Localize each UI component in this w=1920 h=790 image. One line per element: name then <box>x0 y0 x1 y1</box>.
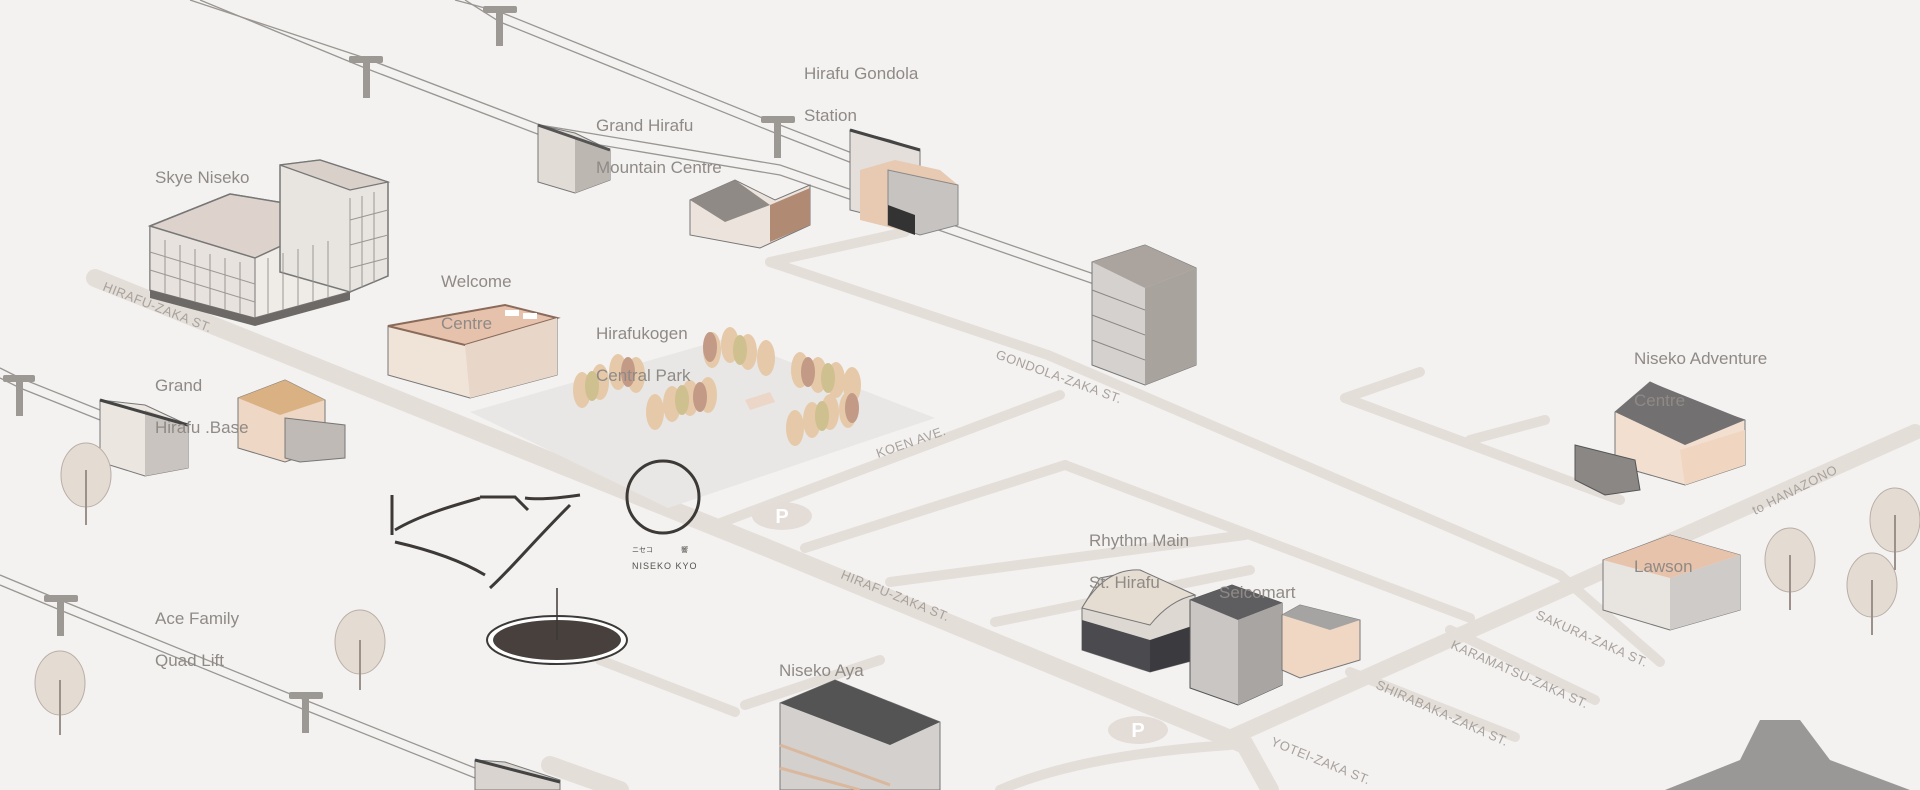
label-line: Quad Lift <box>155 651 224 670</box>
label-line: Grand Hirafu <box>596 116 694 135</box>
label-line: Central Park <box>596 366 691 385</box>
parking-label: P <box>775 506 788 528</box>
building-gondola-station <box>849 128 959 236</box>
road-bottom-left <box>541 756 629 790</box>
road-gondola-zaka <box>765 257 1565 580</box>
label-line: Grand <box>155 376 203 395</box>
label-welcome-centre[interactable]: Welcome Centre <box>441 250 512 355</box>
building-central-tower <box>1091 244 1197 386</box>
label-rhythm-main[interactable]: Rhythm Main St. Hirafu <box>1089 509 1189 614</box>
label-line: Skye Niseko <box>155 168 250 187</box>
road-adventure-stub2 <box>1465 415 1550 445</box>
road-hanazono <box>1217 424 1920 748</box>
road-adventure-centre <box>1340 393 1625 505</box>
label-line: Rhythm Main <box>1089 531 1190 550</box>
label-niseko-adventure-centre[interactable]: Niseko Adventure Centre <box>1634 327 1767 432</box>
label-line: Ace Family <box>155 609 240 628</box>
label-line: Niseko Aya <box>779 661 864 680</box>
building-gondola-station-small <box>689 179 811 249</box>
road-bottom-curve <box>995 740 1235 790</box>
label-line: St. Hirafu <box>1089 573 1160 592</box>
label-niseko-aya[interactable]: Niseko Aya <box>779 639 864 702</box>
street-label-karamatsu-zaka: KARAMATSU-ZAKA ST. <box>1449 637 1591 711</box>
label-seicomart[interactable]: Seicomart <box>1219 561 1296 624</box>
building-skye-niseko <box>147 159 391 326</box>
label-line: Mountain Centre <box>596 158 722 177</box>
building-rhythm-main <box>1081 569 1197 673</box>
street-label-shirabaka-zaka: SHIRABAKA-ZAKA ST. <box>1374 677 1511 749</box>
building-ace-family-base <box>474 758 561 790</box>
building-grand-hirafu-base <box>99 379 346 477</box>
niseko-kyo-logo-mark <box>390 459 701 590</box>
label-line: Centre <box>1634 391 1686 410</box>
logo-jp-text: ニセコ 響 <box>632 547 688 554</box>
building-seicomart <box>1189 584 1361 706</box>
road-hirafu-zaka <box>86 269 1279 790</box>
road-cross-to-karamatsu <box>1060 460 1475 623</box>
fountain <box>486 588 628 665</box>
label-line: Hirafukogen <box>596 324 688 343</box>
park-trees <box>573 327 861 446</box>
road-adventure-stub <box>1340 367 1425 403</box>
label-line: Station <box>804 106 857 125</box>
road-upper-cross <box>800 460 1070 553</box>
parking-marker-1: P <box>752 502 812 530</box>
label-grand-hirafu-base[interactable]: Grand Hirafu .Base <box>155 354 249 459</box>
road-aya-curve <box>740 655 885 710</box>
road-shirabaka-zaka <box>1345 667 1520 742</box>
label-line: Hirafu Gondola <box>804 64 919 83</box>
label-line: Welcome <box>441 272 512 291</box>
parking-label: P <box>1131 720 1144 742</box>
label-ace-family-quad-lift[interactable]: Ace Family Quad Lift <box>155 587 239 692</box>
road-gondola-top <box>765 227 910 267</box>
street-label-yotei-zaka: YOTEI-ZAKA ST. <box>1269 734 1373 788</box>
building-grand-hirafu-mountain-centre <box>537 123 611 194</box>
label-lawson[interactable]: Lawson <box>1634 535 1693 598</box>
building-welcome-centre <box>387 303 561 399</box>
building-niseko-adventure-centre <box>1574 381 1746 496</box>
lift-towers <box>3 6 795 733</box>
label-skye-niseko[interactable]: Skye Niseko <box>155 146 249 209</box>
label-grand-hirafu-mountain-centre[interactable]: Grand Hirafu Mountain Centre <box>596 94 722 199</box>
label-line: Centre <box>441 314 493 333</box>
building-niseko-aya <box>779 679 941 790</box>
label-hirafukogen-central-park[interactable]: Hirafukogen Central Park <box>596 302 690 407</box>
mountain-yotei <box>1665 720 1910 790</box>
label-hirafu-gondola-station[interactable]: Hirafu Gondola Station <box>804 42 918 147</box>
label-line: Hirafu .Base <box>155 418 249 437</box>
building-lawson <box>1602 534 1741 631</box>
label-line: Lawson <box>1634 557 1693 576</box>
road-upper-cross2 <box>885 530 1250 587</box>
parking-marker-2: P <box>1108 716 1168 744</box>
roads <box>86 227 1920 790</box>
street-label-to-hanazono: to HANAZONO <box>1750 462 1840 518</box>
road-karamatsu-zaka <box>1445 625 1600 705</box>
logo-en-text: NISEKO KYO <box>632 561 698 571</box>
label-line: Niseko Adventure <box>1634 349 1768 368</box>
label-line: Seicomart <box>1219 583 1296 602</box>
road-lower-left <box>595 655 740 717</box>
